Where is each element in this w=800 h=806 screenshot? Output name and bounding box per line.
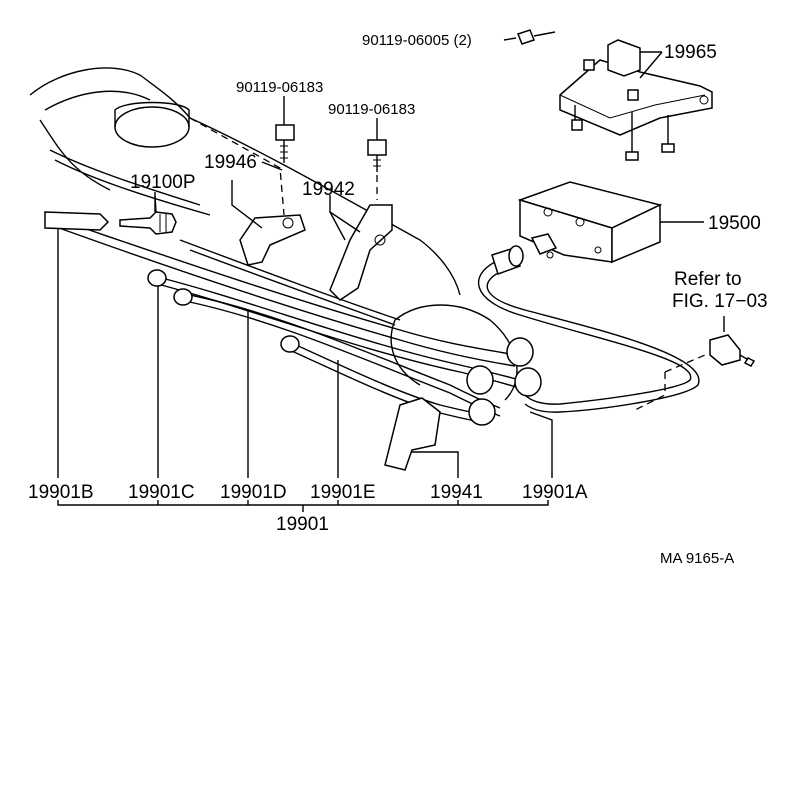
label-bolt-left: 90119-06183 [236, 79, 323, 96]
label-wire-19901e: 19901E [310, 482, 376, 503]
label-clamp-19946: 19946 [204, 152, 257, 173]
label-ignition-coil-19500: 19500 [708, 213, 761, 234]
dashed-guides [189, 117, 706, 411]
connector [709, 334, 756, 367]
label-wire-19901a: 19901A [522, 482, 588, 503]
bolt-left [275, 124, 295, 163]
clamp-19942 [329, 204, 393, 301]
label-wire-19901c: 19901C [128, 482, 195, 503]
label-bracket-19965: 19965 [664, 42, 717, 63]
clamp-19941 [384, 397, 441, 471]
label-clamp-19942: 19942 [302, 179, 355, 200]
leader-lines [57, 37, 725, 512]
clamp-19946 [239, 214, 306, 266]
bracket-assembly [559, 39, 713, 161]
label-bolt-right: 90119-06183 [328, 101, 415, 118]
bolt-right [367, 139, 387, 172]
bolt-90119-06005 [517, 29, 556, 45]
label-refer-line1: Refer to [674, 269, 742, 290]
label-drawing-code: MA 9165-A [660, 550, 734, 567]
label-clamp-19941: 19941 [430, 482, 483, 503]
label-spark-plug-19100p: 19100P [130, 172, 196, 193]
label-bolt-90119-06005: 90119-06005 (2) [362, 32, 472, 49]
label-wire-19901d: 19901D [220, 482, 287, 503]
coil-wire [478, 245, 700, 413]
plug-wires [44, 211, 542, 426]
label-wire-set-19901: 19901 [276, 514, 329, 535]
label-refer-line2: FIG. 17−03 [672, 291, 768, 312]
label-wire-19901b: 19901B [28, 482, 94, 503]
ignition-coil [517, 181, 663, 264]
